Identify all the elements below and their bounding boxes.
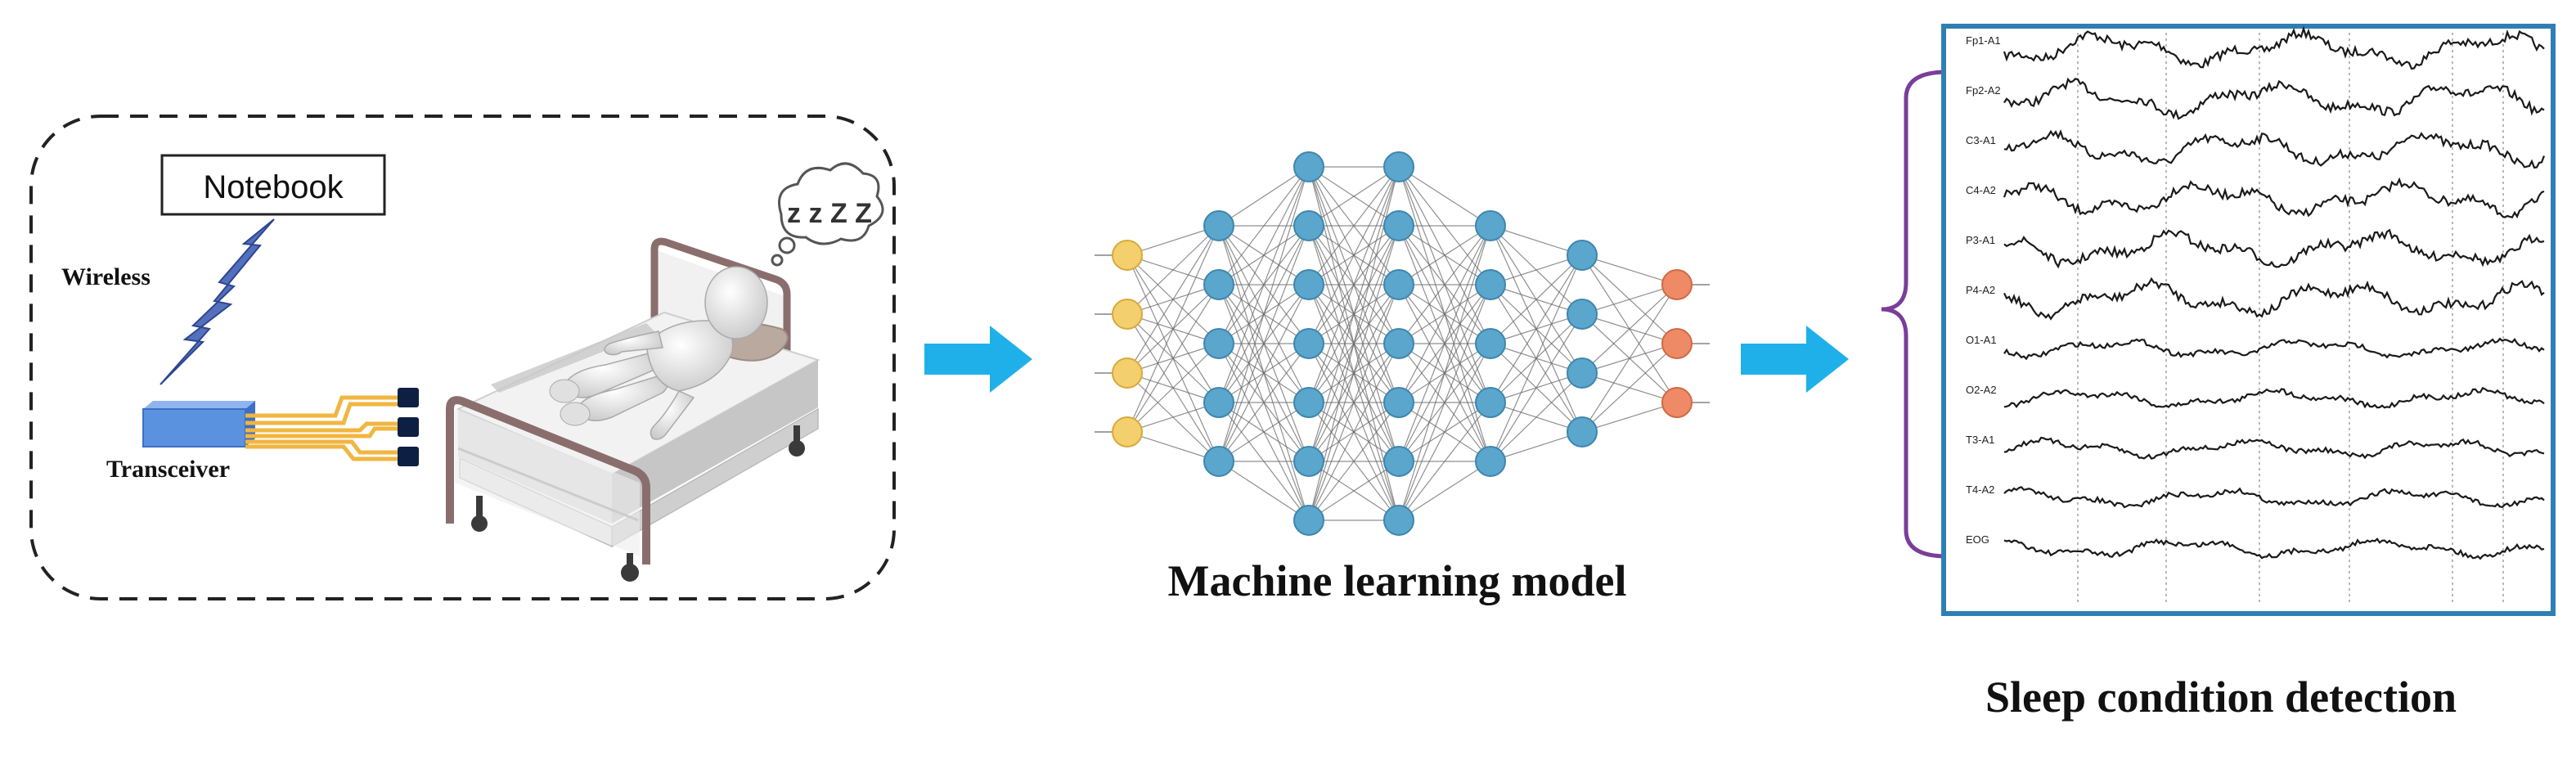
nn-node-L5-1 [1475, 210, 1506, 241]
sleep-zzz-label: z z Z Z [787, 198, 872, 229]
nn-node-L4-7 [1383, 505, 1414, 536]
nn-node-L3-3 [1293, 269, 1324, 300]
flow-arrow-2 [1741, 326, 1849, 393]
bed-wheels [471, 425, 805, 582]
eeg-trace-9 [2003, 436, 2545, 460]
eeg-trace-4 [2003, 177, 2545, 218]
eeg-channel-label: Fp2-A2 [1966, 84, 2001, 97]
eeg-panel: Fp1-A1Fp2-A2C3-A1C4-A2P3-A1P4-A2O1-A1O2-… [1881, 24, 2556, 616]
eeg-trace-3 [2003, 128, 2546, 169]
nn-node-L6-2 [1567, 299, 1598, 330]
sleep-thought-cloud: z z Z Z [771, 162, 884, 267]
eeg-trace-5 [2003, 228, 2545, 269]
nn-node-L4-2 [1383, 210, 1414, 241]
nn-node-L6-3 [1567, 358, 1598, 389]
model-title: Machine learning model [1168, 556, 1627, 605]
eeg-channel-label: O1-A1 [1966, 334, 1997, 346]
nn-node-L3-5 [1293, 387, 1324, 418]
nn-node-L3-2 [1293, 210, 1324, 241]
nn-node-L3-6 [1293, 446, 1324, 477]
nn-node-L4-3 [1383, 269, 1414, 300]
nn-node-L7-3 [1661, 387, 1693, 418]
sensor-cables [245, 395, 399, 461]
eeg-trace-1 [2003, 25, 2545, 70]
neural-network [1095, 151, 1710, 536]
eeg-trace-11 [2003, 537, 2545, 560]
nn-node-L7-2 [1661, 328, 1693, 359]
nn-node-L3-7 [1293, 505, 1324, 536]
flow-arrow-1 [924, 326, 1032, 393]
dashed-boundary [29, 115, 896, 600]
nn-node-L2-3 [1203, 328, 1234, 359]
sensor-connectors [398, 388, 419, 466]
patient-figure [549, 266, 789, 440]
eeg-traces: Fp1-A1Fp2-A2C3-A1C4-A2P3-A1P4-A2O1-A1O2-… [1966, 25, 2546, 605]
wireless-label: Wireless [61, 263, 151, 290]
nn-node-L2-5 [1203, 446, 1234, 477]
eeg-channel-label: Fp1-A1 [1966, 34, 2001, 47]
eeg-channel-label: EOG [1966, 533, 1989, 546]
notebook-label: Notebook [203, 169, 344, 205]
nn-node-L1-2 [1112, 299, 1143, 330]
transceiver-label: Transceiver [106, 456, 230, 483]
eeg-trace-6 [2003, 277, 2545, 321]
eeg-channel-label: T3-A1 [1966, 434, 1994, 446]
eeg-channel-label: C4-A2 [1966, 184, 1996, 196]
channel-bracket [1881, 70, 1948, 559]
nn-node-L1-1 [1112, 240, 1143, 271]
notebook-box: Notebook [160, 154, 386, 216]
eeg-trace-8 [2003, 386, 2545, 409]
nn-node-L3-1 [1293, 151, 1324, 182]
patient-setup-panel: Notebook Wireless Transceiver [29, 115, 896, 600]
nn-node-L1-4 [1112, 416, 1143, 447]
detection-title: Sleep condition detection [1985, 672, 2457, 722]
eeg-channel-label: T4-A2 [1966, 483, 1994, 496]
nn-node-L5-2 [1475, 269, 1506, 300]
eeg-trace-10 [2003, 486, 2545, 509]
nn-node-L4-6 [1383, 446, 1414, 477]
eeg-trace-7 [2003, 337, 2545, 361]
transceiver-device [142, 401, 255, 447]
wireless-bolt-icon [160, 218, 275, 385]
nn-connections [1095, 166, 1710, 521]
nn-node-L2-2 [1203, 269, 1234, 300]
nn-node-L6-4 [1567, 416, 1598, 447]
nn-node-L3-4 [1293, 328, 1324, 359]
eeg-frame [1941, 24, 2556, 616]
eeg-channel-label: O2-A2 [1966, 384, 1997, 396]
eeg-channel-label: P3-A1 [1966, 234, 1995, 246]
nn-node-L5-3 [1475, 328, 1506, 359]
eeg-channel-label: P4-A2 [1966, 284, 1995, 296]
eeg-trace-2 [2003, 77, 2545, 120]
nn-node-L4-1 [1383, 151, 1414, 182]
nn-node-L5-4 [1475, 387, 1506, 418]
nn-node-L1-3 [1112, 358, 1143, 389]
nn-node-L2-4 [1203, 387, 1234, 418]
eeg-channel-label: C3-A1 [1966, 134, 1996, 146]
nn-node-L2-1 [1203, 210, 1234, 241]
nn-node-L7-1 [1661, 269, 1693, 300]
nn-node-L4-5 [1383, 387, 1414, 418]
nn-node-L4-4 [1383, 328, 1414, 359]
nn-node-L5-5 [1475, 446, 1506, 477]
nn-node-L6-1 [1567, 240, 1598, 271]
